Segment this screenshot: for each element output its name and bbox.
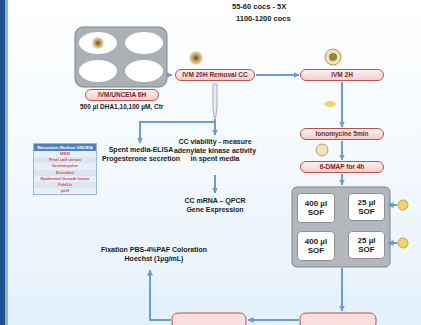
culture-well: 400 µl SOF — [297, 193, 335, 223]
plate-well — [79, 32, 117, 54]
table-cell: Epidermal Growth factor — [34, 176, 96, 182]
side-band — [5, 0, 8, 325]
culture-plate — [75, 27, 167, 87]
count-note: 1100-1200 cocs — [236, 15, 316, 24]
process-pill: 6-DMAP for 4h — [300, 161, 384, 173]
flow-arrow — [341, 141, 343, 160]
medium-table: Maturation Medium UNCEIAMEMFetal calf se… — [33, 143, 97, 195]
embryo-drop — [398, 200, 408, 210]
coc-image — [189, 51, 203, 65]
well-label: 25 µl SOF — [352, 198, 382, 216]
table-cell: MEM — [34, 151, 96, 157]
embryo-drop — [398, 238, 408, 248]
process-pill: Ionomycine 5min — [300, 128, 384, 140]
table-header: Maturation Medium UNCEIA — [34, 144, 96, 151]
culture-well: 400 µl SOF — [297, 231, 335, 261]
oocyte-image — [329, 53, 337, 61]
plate-well — [125, 32, 163, 54]
step-label: IVM 20H Removal CC — [181, 71, 249, 79]
process-pill: IVM/UNCEIA 6H — [85, 89, 159, 101]
well-label: 400 µl SOF — [301, 237, 331, 255]
step-note: 500 µl DHA1,10,100 µM, Ctr — [80, 103, 163, 112]
table-cell: Gentamycine — [34, 163, 96, 169]
step-label: IVM/UNCEIA 6H — [91, 91, 153, 99]
step-note: Fixation PBS-4%PAF Coloration Hoechst (1… — [98, 246, 210, 263]
table-cell: pLH — [34, 188, 96, 194]
step-label: Ionomycine 5min — [306, 130, 378, 138]
well-label: 400 µl SOF — [301, 199, 331, 217]
pipette — [213, 84, 217, 118]
well-label: 25 µl SOF — [352, 236, 382, 254]
step-note: CC mRNA – QPCR Gene Expression — [178, 197, 252, 214]
flow-arrow — [341, 82, 343, 127]
oocyte-image — [325, 49, 341, 65]
step-label: IVM 2H — [306, 71, 378, 79]
plate-well — [79, 60, 117, 82]
culture-well: 25 µl SOF — [348, 193, 385, 221]
coc-image — [92, 37, 104, 49]
count-note: 55-60 cocs - 5X — [232, 3, 312, 12]
process-pill — [300, 313, 376, 325]
oocyte-image — [324, 101, 336, 107]
culture-well: 25 µl SOF — [348, 231, 385, 259]
step-label: 6-DMAP for 4h — [306, 163, 378, 171]
process-pill: IVM 20H Removal CC — [175, 69, 255, 81]
side-band — [0, 0, 5, 325]
culture-dish — [292, 187, 390, 267]
oocyte-image — [316, 144, 328, 156]
step-note: Spent media-ELISA Progesterone secretion — [96, 146, 186, 163]
plate-well — [125, 60, 163, 82]
process-pill: IVM 2H — [300, 69, 384, 81]
process-pill — [172, 313, 246, 325]
flow-arrow — [256, 74, 299, 76]
step-note: CC viability - measure adenylate kinase … — [170, 138, 260, 164]
flow-arrows — [140, 75, 397, 320]
